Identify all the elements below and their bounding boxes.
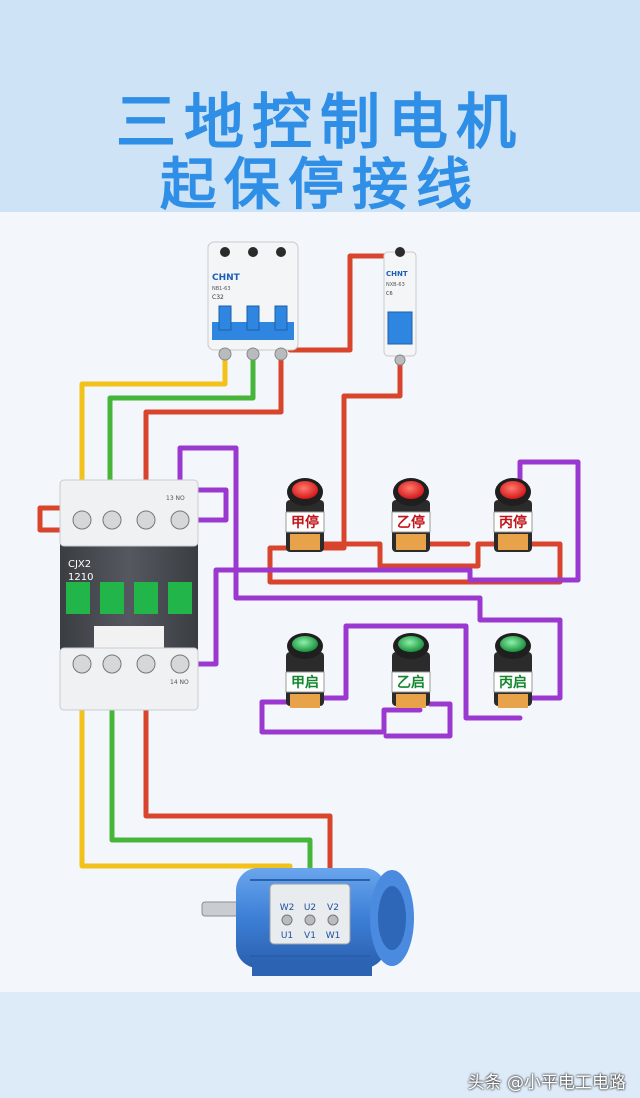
control-breaker-brand: CHNT — [386, 270, 408, 278]
start-button-1[interactable]: 甲启 — [285, 633, 325, 708]
main-breaker-model: NB1-63 — [212, 286, 231, 292]
start-button-3[interactable]: 丙启 — [493, 633, 533, 708]
start-button-3-cap — [500, 636, 526, 652]
motor-terminal-w1: W1 — [326, 931, 341, 941]
wire-red-motor — [143, 669, 333, 903]
wire-purple-start-bus-3 — [383, 701, 453, 739]
wire-yellow-supply — [79, 349, 228, 511]
stop-button-3-cap — [500, 481, 526, 499]
motor-terminal-u2: U2 — [304, 903, 316, 913]
footer-band — [0, 992, 640, 1098]
motor-terminal-w2: W2 — [280, 903, 295, 913]
contactor-terminal-top-right: 13 NO — [166, 495, 185, 502]
contactor-model-line2: 1210 — [68, 572, 93, 583]
stop-button-3-label: 丙停 — [499, 514, 527, 531]
main-breaker-brand: CHNT — [212, 273, 241, 283]
stop-button-2-cap — [398, 481, 424, 499]
wires — [37, 253, 581, 903]
wire-purple-start-bus-2 — [317, 623, 523, 721]
wire-red-supply — [143, 349, 284, 511]
header-band — [0, 0, 640, 212]
wire-purple-coil — [177, 445, 563, 701]
stop-button-1[interactable]: 甲停 — [285, 478, 325, 552]
wire-purple-stop-link — [179, 459, 581, 667]
title-line-2: 起保停接线 — [160, 153, 480, 218]
wire-red-stop-chain — [317, 541, 503, 569]
stop-button-2-label: 乙停 — [397, 514, 425, 531]
motor: W2 U2 V2 U1 V1 W1 — [201, 868, 414, 976]
stop-button-2[interactable]: 乙停 — [391, 478, 431, 552]
stop-button-1-label: 甲停 — [291, 514, 319, 531]
motor-terminal-v2: V2 — [327, 903, 339, 913]
wire-purple-start-bus — [259, 699, 423, 735]
motor-terminal-v1: V1 — [304, 931, 316, 941]
start-button-2-cap — [398, 636, 424, 652]
contactor: 13 NO CJX2 1210 14 NO — [59, 479, 199, 711]
contactor-terminal-bottom-right: 14 NO — [170, 679, 189, 686]
wire-green-supply — [107, 349, 256, 511]
wire-red-control-out — [267, 357, 563, 585]
start-button-3-label: 丙启 — [499, 674, 527, 691]
control-breaker-rating: C6 — [386, 291, 393, 297]
main-breaker: CHNT NB1-63 C32 — [207, 241, 299, 361]
start-button-2[interactable]: 乙启 — [391, 633, 431, 708]
control-breaker: CHNT NXB-63 C6 — [383, 247, 417, 366]
start-button-2-label: 乙启 — [397, 674, 425, 691]
start-button-1-cap — [292, 636, 318, 652]
stop-button-3[interactable]: 丙停 — [493, 478, 533, 552]
title-line-1: 三地控制电机 — [116, 88, 524, 158]
watermark: 头条 @小平电工电路 — [467, 1073, 626, 1093]
control-breaker-model: NXB-63 — [386, 282, 405, 288]
start-button-1-label: 甲启 — [291, 674, 319, 691]
stop-button-1-cap — [292, 481, 318, 499]
main-breaker-rating: C32 — [212, 294, 224, 301]
motor-terminal-u1: U1 — [281, 931, 293, 941]
contactor-model-line1: CJX2 — [68, 559, 91, 570]
